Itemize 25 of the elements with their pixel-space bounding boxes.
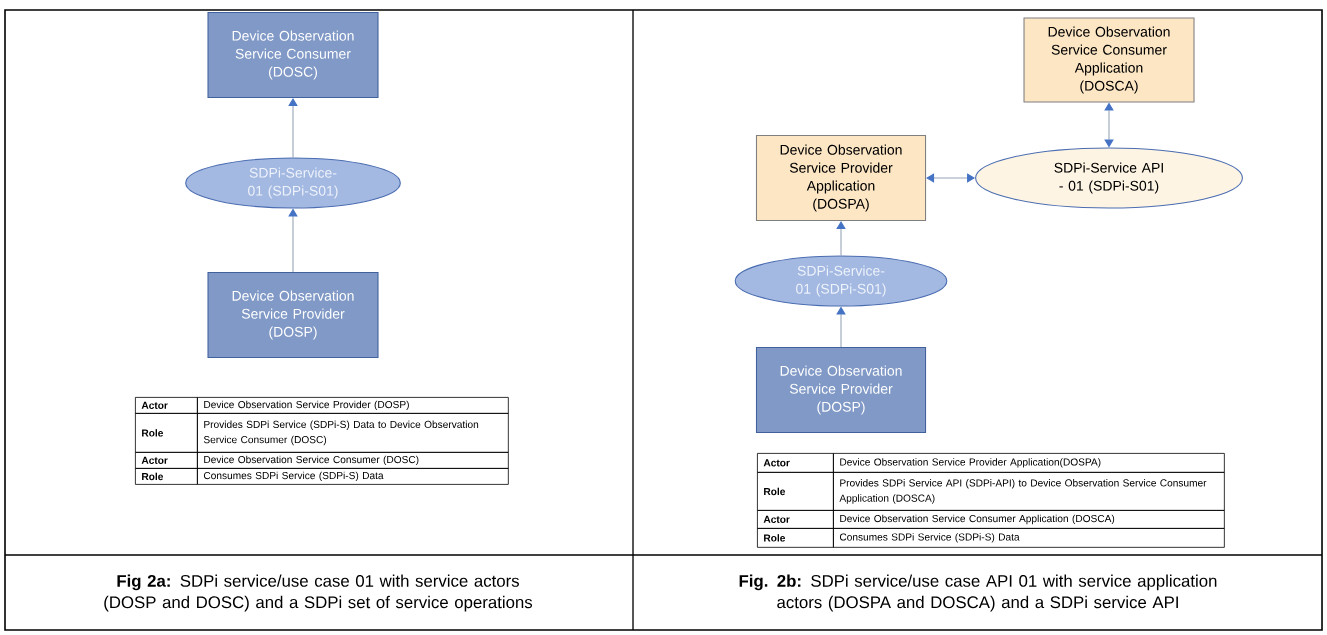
table-cell: Provides SDPi Service (SDPi-S) Data to Device Observation Service Consumer (DOSC) <box>197 413 509 453</box>
table-cell: Provides SDPi Service API (SDPi-API) to Device Observation Service Consumer Application (DOSCA) <box>833 472 1225 511</box>
service-actor-box: Device Observation Service Provider (DOSP) <box>207 271 379 359</box>
figure-caption: Fig 2a: SDPi service/use case 01 with service actors (DOSP and DOSC) and a SDPi set of service operations <box>104 574 533 612</box>
table-cell: Actor <box>757 510 834 529</box>
table-cell: Device Observation Service Provider (DOSP) <box>197 397 509 414</box>
application-actor-box: Device Observation Service Provider Application (DOSPA) <box>755 134 927 222</box>
service-actor-box: Device Observation Service Provider (DOSP) <box>755 346 927 434</box>
table-cell: Device Observation Service Consumer Application (DOSCA) <box>833 510 1225 529</box>
application-actor-box: Device Observation Service Consumer Application (DOSCA) <box>1023 17 1195 103</box>
table-cell: Role <box>757 528 834 548</box>
table-cell: Device Observation Service Provider Application(DOSPA) <box>833 453 1225 473</box>
table-cell: Actor <box>135 452 198 469</box>
table-cell: Role <box>135 468 198 485</box>
table-cell: Device Observation Service Consumer (DOSC) <box>197 452 509 469</box>
arrow <box>836 221 846 256</box>
figure-caption: Fig. 2b: SDPi service/use case API 01 with service application actors (DOSPA and DOSCA) and a SDPi service API <box>739 574 1217 612</box>
table-cell: Role <box>757 472 834 511</box>
service-actor-box: Device Observation Service Consumer (DOSC) <box>207 11 379 99</box>
arrow <box>288 98 298 158</box>
table-cell: Consumes SDPi Service (SDPi-S) Data <box>833 528 1225 548</box>
table-cell: Actor <box>135 397 198 414</box>
table-cell: Actor <box>757 453 834 473</box>
table-cell: Consumes SDPi Service (SDPi-S) Data <box>197 468 509 485</box>
table-cell: Role <box>135 413 198 453</box>
